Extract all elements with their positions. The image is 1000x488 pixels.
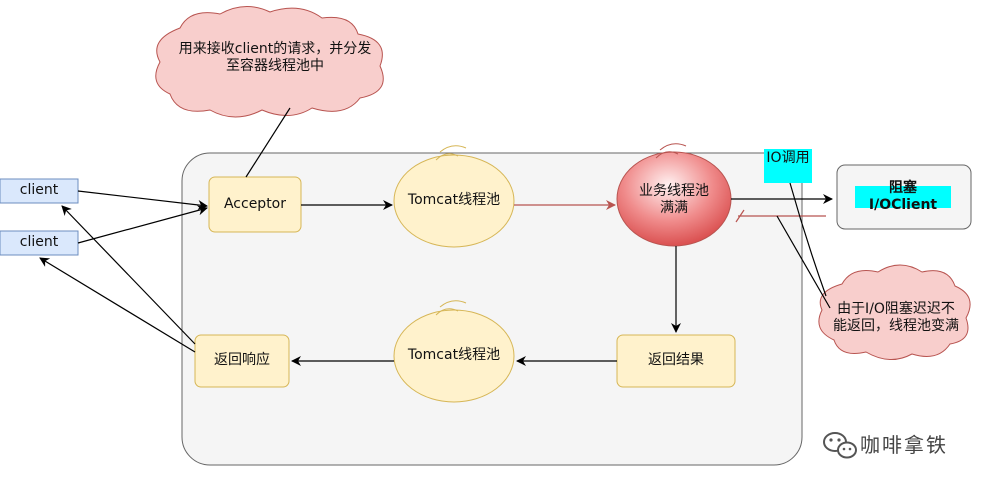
blocking-note-cloud bbox=[818, 264, 971, 360]
acceptor-note-text: 用来接收client的请求，并分发至容器线程池中 bbox=[178, 40, 372, 75]
blocking-note-pointer bbox=[776, 215, 831, 309]
return-response-box bbox=[194, 334, 290, 388]
edge-client-top-to-acceptor bbox=[77, 190, 208, 210]
tomcat-pool-top-shape bbox=[393, 154, 515, 248]
io-call-pointer bbox=[789, 182, 827, 297]
business-pool-label-line1: 业务线程池 bbox=[639, 182, 709, 199]
blocked-client-highlight bbox=[855, 186, 951, 208]
tomcat-pool-bottom-shape bbox=[393, 309, 515, 403]
blocked-client-label: 阻塞I/OClient bbox=[868, 179, 938, 214]
acceptor-note-cloud bbox=[155, 6, 384, 118]
return-response-label: 返回响应 bbox=[214, 352, 270, 369]
blocking-note-text: 由于I/O阻塞迟迟不能返回，线程池变满 bbox=[833, 300, 959, 335]
edge-response-to-client-bottom bbox=[39, 257, 196, 353]
business-pool-label-line2: 满满 bbox=[660, 200, 688, 216]
business-pool-label: 业务线程池 满满 bbox=[617, 174, 731, 226]
watermark: 咖啡拿铁 bbox=[818, 425, 948, 461]
edge-client-bottom-to-acceptor bbox=[77, 205, 208, 244]
tomcat-pool-top-label: Tomcat线程池 bbox=[407, 192, 501, 209]
io-call-label: IO调用 bbox=[766, 150, 810, 167]
client-top-label: client bbox=[19, 182, 59, 199]
client-bottom-label: client bbox=[19, 234, 59, 251]
watermark-text: 咖啡拿铁 bbox=[860, 432, 948, 457]
io-call-highlight bbox=[764, 149, 812, 183]
tomcat-pool-bottom-label: Tomcat线程池 bbox=[407, 347, 501, 364]
client-top-box bbox=[0, 178, 79, 204]
acceptor-label: Acceptor bbox=[223, 195, 287, 212]
edge-blocked-return-cross bbox=[735, 209, 745, 223]
edge-response-to-client-top bbox=[61, 205, 196, 345]
wechat-icon bbox=[823, 432, 857, 459]
acceptor-note-pointer bbox=[245, 107, 291, 178]
return-result-label: 返回结果 bbox=[648, 352, 704, 369]
